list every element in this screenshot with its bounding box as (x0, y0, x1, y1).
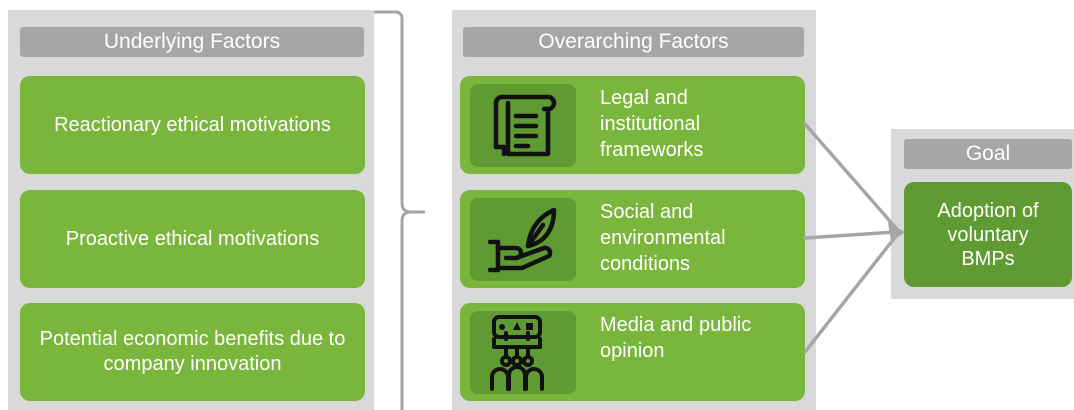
overarching-factor-box: Legal and institutional frameworks (460, 76, 805, 174)
factor-goal-arrows (803, 122, 898, 354)
hand-leaf-icon (470, 198, 576, 281)
overarching-factor-label: Legal and institutional frameworks (600, 87, 704, 161)
overarching-factor-box: Social and environmental conditions (460, 190, 805, 288)
goal-box: Adoption of voluntary BMPs (904, 182, 1072, 287)
overarching-factors-header: Overarching Factors (463, 27, 804, 57)
goal-header: Goal (904, 139, 1072, 169)
grouping-brace (374, 10, 425, 410)
legal-scroll-icon (470, 84, 576, 167)
arrow-head (888, 222, 905, 242)
underlying-factor-box: Potential economic benefits due to compa… (20, 303, 365, 401)
underlying-factor-box: Reactionary ethical motivations (20, 76, 365, 174)
underlying-factor-box: Proactive ethical motivations (20, 190, 365, 288)
media-audience-icon (470, 311, 576, 394)
underlying-factors-header: Underlying Factors (20, 27, 364, 57)
overarching-factor-label: Social and environmental conditions (600, 201, 726, 275)
overarching-factor-label: Media and public opinion (600, 314, 752, 362)
overarching-factor-box: Media and public opinion (460, 303, 805, 401)
